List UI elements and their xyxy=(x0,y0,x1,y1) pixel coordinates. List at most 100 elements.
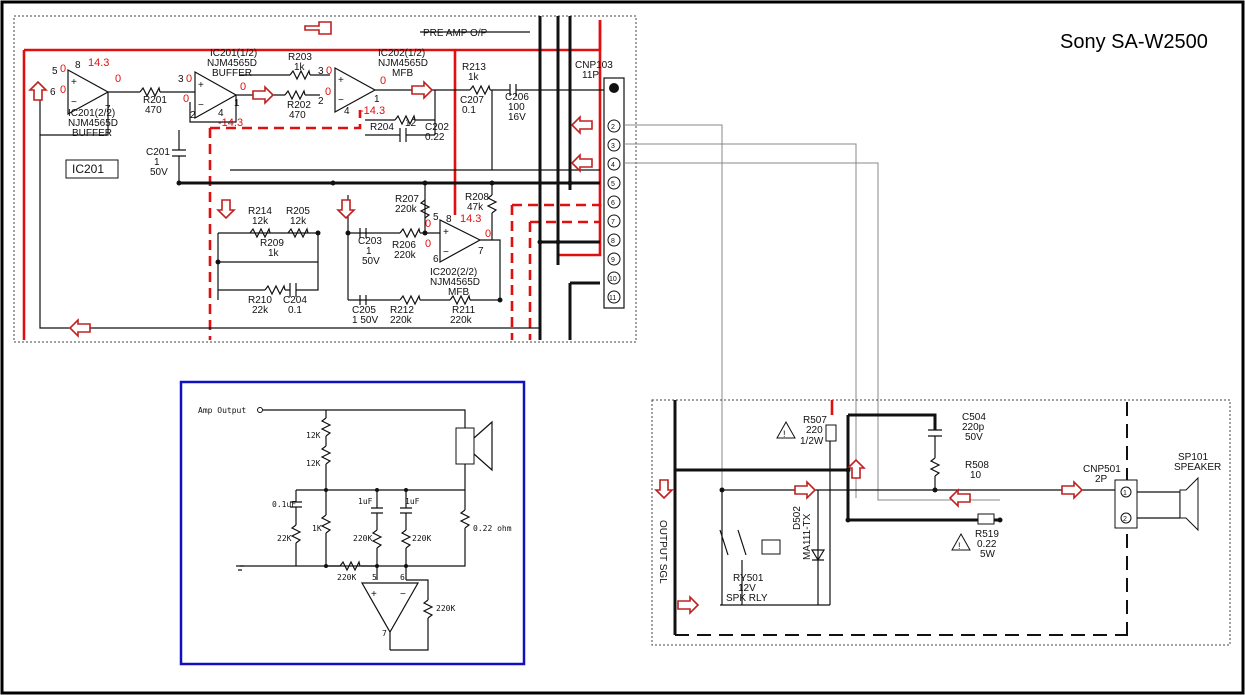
preamp-schematic: PRE AMP O/P +− 5 6 8 7 0 0 0 14.3 IC201(… xyxy=(13,15,637,343)
svg-text:1: 1 xyxy=(1123,490,1127,497)
svg-text:C504: C504 xyxy=(962,412,986,423)
svg-text:12k: 12k xyxy=(252,216,269,227)
cnp103-pin-label: 6 xyxy=(611,200,615,207)
svg-text:47k: 47k xyxy=(467,202,484,213)
svg-text:5: 5 xyxy=(52,66,58,77)
svg-text:100: 100 xyxy=(508,102,525,113)
svg-text:8: 8 xyxy=(446,214,452,225)
svg-text:6: 6 xyxy=(50,87,56,98)
v-pos-label: 14.3 xyxy=(88,57,109,69)
svg-text:0.22: 0.22 xyxy=(425,132,445,143)
svg-text:IC201: IC201 xyxy=(72,162,104,176)
svg-text:0: 0 xyxy=(485,228,491,240)
r202-resistor xyxy=(284,89,306,101)
svg-text:D502: D502 xyxy=(792,506,803,530)
svg-text:C201: C201 xyxy=(146,147,170,158)
svg-text:50V: 50V xyxy=(150,167,168,178)
svg-text:8: 8 xyxy=(75,60,81,71)
svg-text:22k: 22k xyxy=(252,305,269,316)
svg-text:0: 0 xyxy=(326,65,332,77)
svg-text:7: 7 xyxy=(478,246,484,257)
cnp103-pin-label: 9 xyxy=(611,257,615,264)
inset-opamp xyxy=(360,582,420,634)
cnp103-pin-label: 7 xyxy=(611,219,615,226)
wire-pin3 xyxy=(624,143,857,498)
svg-text:NJM4565D: NJM4565D xyxy=(378,58,428,69)
svg-text:R507: R507 xyxy=(803,415,827,426)
svg-text:R201: R201 xyxy=(143,95,167,106)
svg-text:+: + xyxy=(338,75,344,86)
svg-text:R508: R508 xyxy=(965,460,989,471)
svg-text:1k: 1k xyxy=(268,248,280,259)
svg-text:R208: R208 xyxy=(465,192,489,203)
svg-text:4: 4 xyxy=(344,106,350,117)
svg-text:−: − xyxy=(443,247,449,258)
cnp103-pin-label: 8 xyxy=(611,238,615,245)
output-sgl-label: OUTPUT SGL xyxy=(657,520,668,584)
svg-text:6: 6 xyxy=(400,573,405,582)
svg-text:1K: 1K xyxy=(312,524,322,533)
preamp-frame xyxy=(13,15,637,343)
svg-text:IC201(2/2): IC201(2/2) xyxy=(68,108,115,119)
svg-text:1: 1 xyxy=(366,246,372,257)
cnp103-pin xyxy=(607,214,621,228)
junction-dots xyxy=(176,180,573,303)
cnp103-pin xyxy=(607,119,621,133)
svg-text:SPEAKER: SPEAKER xyxy=(1174,462,1221,473)
svg-text:7: 7 xyxy=(382,629,387,638)
r507-resistor xyxy=(825,424,837,442)
svg-text:0: 0 xyxy=(325,86,331,98)
svg-text:0.1uF: 0.1uF xyxy=(272,500,296,509)
amp-output-label: Amp Output xyxy=(198,406,246,415)
cnp103-pin-label: 11 xyxy=(609,295,616,302)
svg-text:1/2W: 1/2W xyxy=(800,436,824,447)
svg-text:1: 1 xyxy=(234,98,240,109)
svg-text:R213: R213 xyxy=(462,62,486,73)
svg-text:NJM4565D: NJM4565D xyxy=(68,118,118,129)
signal-arrow-1 xyxy=(304,21,332,35)
svg-text:220p: 220p xyxy=(962,422,985,433)
svg-text:R214: R214 xyxy=(248,206,272,217)
svg-text:50V: 50V xyxy=(362,256,380,267)
svg-text:12K: 12K xyxy=(306,431,321,440)
svg-text:BUFFER: BUFFER xyxy=(212,68,252,79)
svg-text:R210: R210 xyxy=(248,295,272,306)
svg-text:MFB: MFB xyxy=(448,287,469,298)
cnp103-pin xyxy=(607,290,621,304)
svg-text:+: + xyxy=(198,80,204,91)
cnp103-pin-label: 3 xyxy=(611,143,615,150)
svg-text:−: − xyxy=(71,97,77,108)
svg-text:5: 5 xyxy=(433,212,439,223)
svg-text:NJM4565D: NJM4565D xyxy=(207,58,257,69)
cnp103-pin xyxy=(607,271,621,285)
svg-text:220K: 220K xyxy=(412,534,431,543)
cnp103-pin xyxy=(607,195,621,209)
svg-text:R209: R209 xyxy=(260,238,284,249)
svg-text:6: 6 xyxy=(433,254,439,265)
svg-text:C207: C207 xyxy=(460,95,484,106)
svg-text:-14.3: -14.3 xyxy=(218,117,243,129)
svg-text:10: 10 xyxy=(970,470,982,481)
svg-text:R207: R207 xyxy=(395,194,419,205)
svg-text:0.1: 0.1 xyxy=(462,105,476,116)
svg-text:220K: 220K xyxy=(353,534,372,543)
svg-text:BUFFER: BUFFER xyxy=(72,128,112,139)
svg-text:0: 0 xyxy=(183,93,189,105)
svg-text:0: 0 xyxy=(380,75,386,87)
svg-text:50V: 50V xyxy=(965,432,983,443)
wire-pin4 xyxy=(624,162,1000,501)
cnp103-pin xyxy=(607,138,621,152)
svg-text:16V: 16V xyxy=(508,112,526,123)
svg-text:14.3: 14.3 xyxy=(460,213,481,225)
svg-text:22K: 22K xyxy=(277,534,292,543)
svg-text:C202: C202 xyxy=(425,122,449,133)
wire-pin2 xyxy=(624,124,723,490)
signal-arrow-cnp2 xyxy=(570,115,593,135)
svg-text:3: 3 xyxy=(178,74,184,85)
cnp103-connector xyxy=(603,77,625,309)
svg-text:MFB: MFB xyxy=(392,68,413,79)
cnp103-pin-label: 4 xyxy=(611,162,615,169)
svg-text:0: 0 xyxy=(186,73,192,85)
